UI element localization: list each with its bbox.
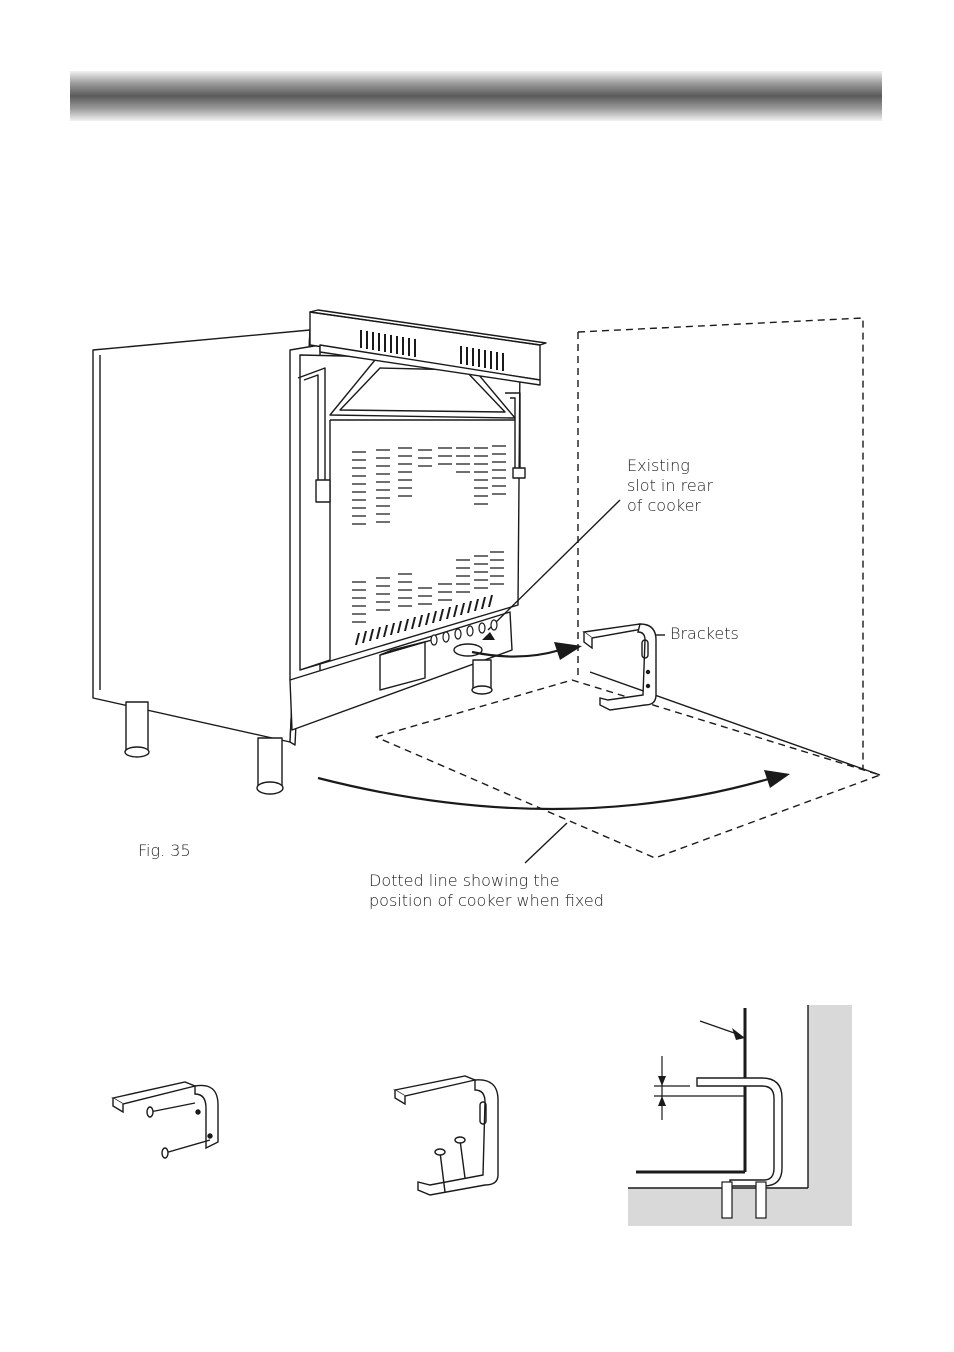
vent-slots xyxy=(360,330,504,371)
screws-2 xyxy=(434,1136,466,1193)
wall-outline xyxy=(375,317,881,859)
plinth-holes xyxy=(430,619,498,646)
gas-pipes xyxy=(297,367,526,503)
slot-label: Existing slot in rear of cooker xyxy=(627,456,714,515)
dotted-line-label: Dotted line showing the position of cook… xyxy=(369,871,604,910)
cooker-legs xyxy=(124,659,493,795)
cooker-backguard xyxy=(309,309,547,386)
leader-arrow-head xyxy=(482,632,495,640)
bracket-detail-2 xyxy=(393,1075,499,1196)
section-detail xyxy=(628,1005,852,1226)
screws-1 xyxy=(146,1102,211,1159)
arrow-head-large xyxy=(764,770,790,788)
bracket-detail-1 xyxy=(111,1081,219,1150)
figure-number: Fig. 35 xyxy=(138,841,191,860)
arrow-head-small xyxy=(554,642,582,660)
section-header-bar xyxy=(70,71,882,121)
rear-vents xyxy=(352,445,506,623)
cooker-body xyxy=(92,329,521,746)
brackets-label: Brackets xyxy=(670,624,739,643)
bracket-main xyxy=(582,623,657,711)
arrows xyxy=(317,648,773,811)
